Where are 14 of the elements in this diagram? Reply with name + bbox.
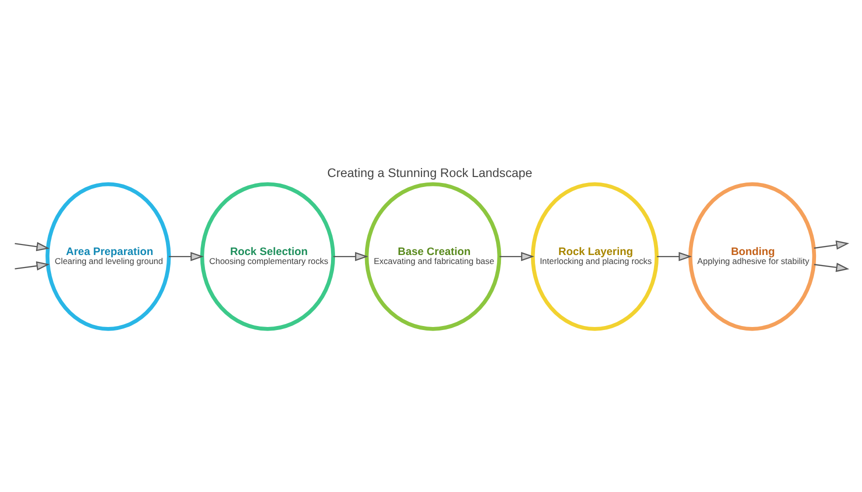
arrow bbox=[333, 251, 368, 261]
node-ellipse: Rock Layering Interlocking and placing rocks bbox=[530, 182, 659, 330]
arrow bbox=[168, 251, 204, 261]
arrow bbox=[656, 251, 692, 261]
node-circle: Base Creation Excavating and fabricating base bbox=[364, 182, 502, 330]
arrow bbox=[14, 260, 50, 270]
diagram-title: Creating a Stunning Rock Landscape bbox=[327, 166, 532, 180]
node-ellipse: Area Preparation Clearing and leveling ground bbox=[46, 182, 171, 330]
arrow bbox=[14, 242, 50, 251]
arrow bbox=[814, 262, 850, 272]
arrow bbox=[500, 251, 534, 261]
arrow bbox=[814, 240, 850, 250]
node-circle: Rock Selection Choosing complementary rocks bbox=[200, 182, 336, 330]
node-ellipse: Bonding Applying adhesive for stability bbox=[688, 182, 816, 330]
